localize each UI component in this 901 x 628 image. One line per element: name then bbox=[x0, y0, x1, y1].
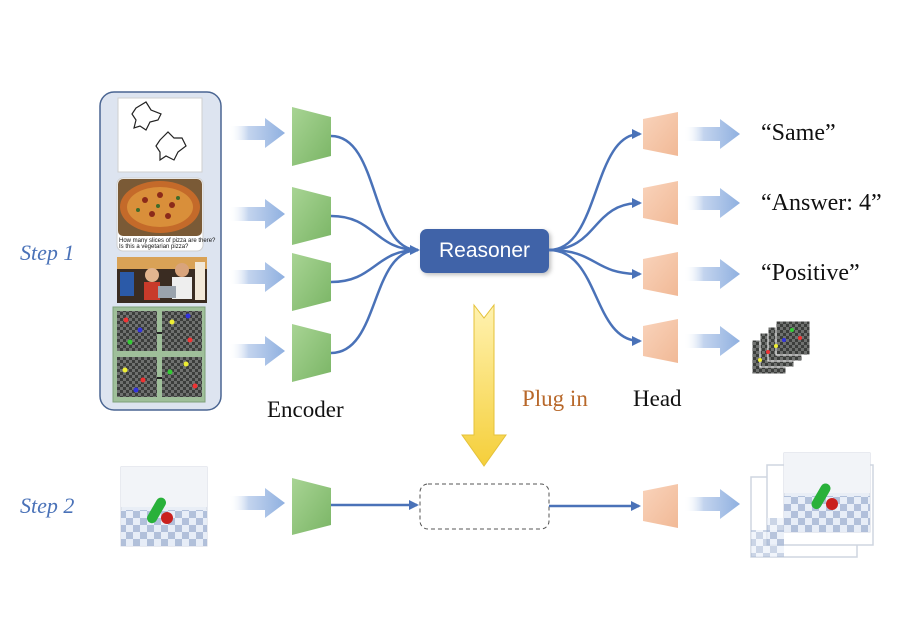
step2-encoder bbox=[292, 478, 331, 535]
pizza-image bbox=[116, 177, 204, 252]
output-same: “Same” bbox=[761, 120, 836, 146]
step2-output-arrow bbox=[684, 489, 740, 519]
plug-in-label: Plug in bbox=[522, 386, 588, 411]
output-positive: “Positive” bbox=[761, 260, 860, 286]
input-arrows bbox=[229, 118, 285, 366]
output-answer: “Answer: 4” bbox=[761, 190, 882, 216]
reasoner-box bbox=[420, 229, 549, 273]
head-connectors bbox=[548, 129, 642, 346]
people-image bbox=[117, 257, 207, 303]
sketch-image bbox=[117, 97, 203, 173]
sim-scene-output-stack bbox=[750, 452, 874, 558]
puzzle-output-stack bbox=[751, 320, 811, 375]
plug-in-arrow bbox=[461, 303, 507, 467]
sim-scene-input bbox=[120, 466, 208, 547]
head-label: Head bbox=[633, 386, 682, 411]
pizza-question-1: How many slices of pizza are there? bbox=[119, 238, 216, 244]
step-1-label: Step 1 bbox=[20, 240, 75, 265]
pizza-question-2: Is this a vegetarian pizza? bbox=[119, 244, 189, 250]
encoder-connectors bbox=[330, 134, 420, 355]
puzzle-grid-image bbox=[112, 306, 206, 403]
output-arrows bbox=[684, 119, 740, 356]
reasoner-placeholder bbox=[419, 483, 550, 530]
step2-head bbox=[643, 484, 678, 528]
step2-input-arrow bbox=[229, 488, 285, 518]
encoder-label: Encoder bbox=[267, 397, 344, 422]
encoder-blocks bbox=[292, 107, 331, 382]
head-blocks bbox=[643, 112, 678, 363]
step-2-label: Step 2 bbox=[20, 493, 75, 518]
